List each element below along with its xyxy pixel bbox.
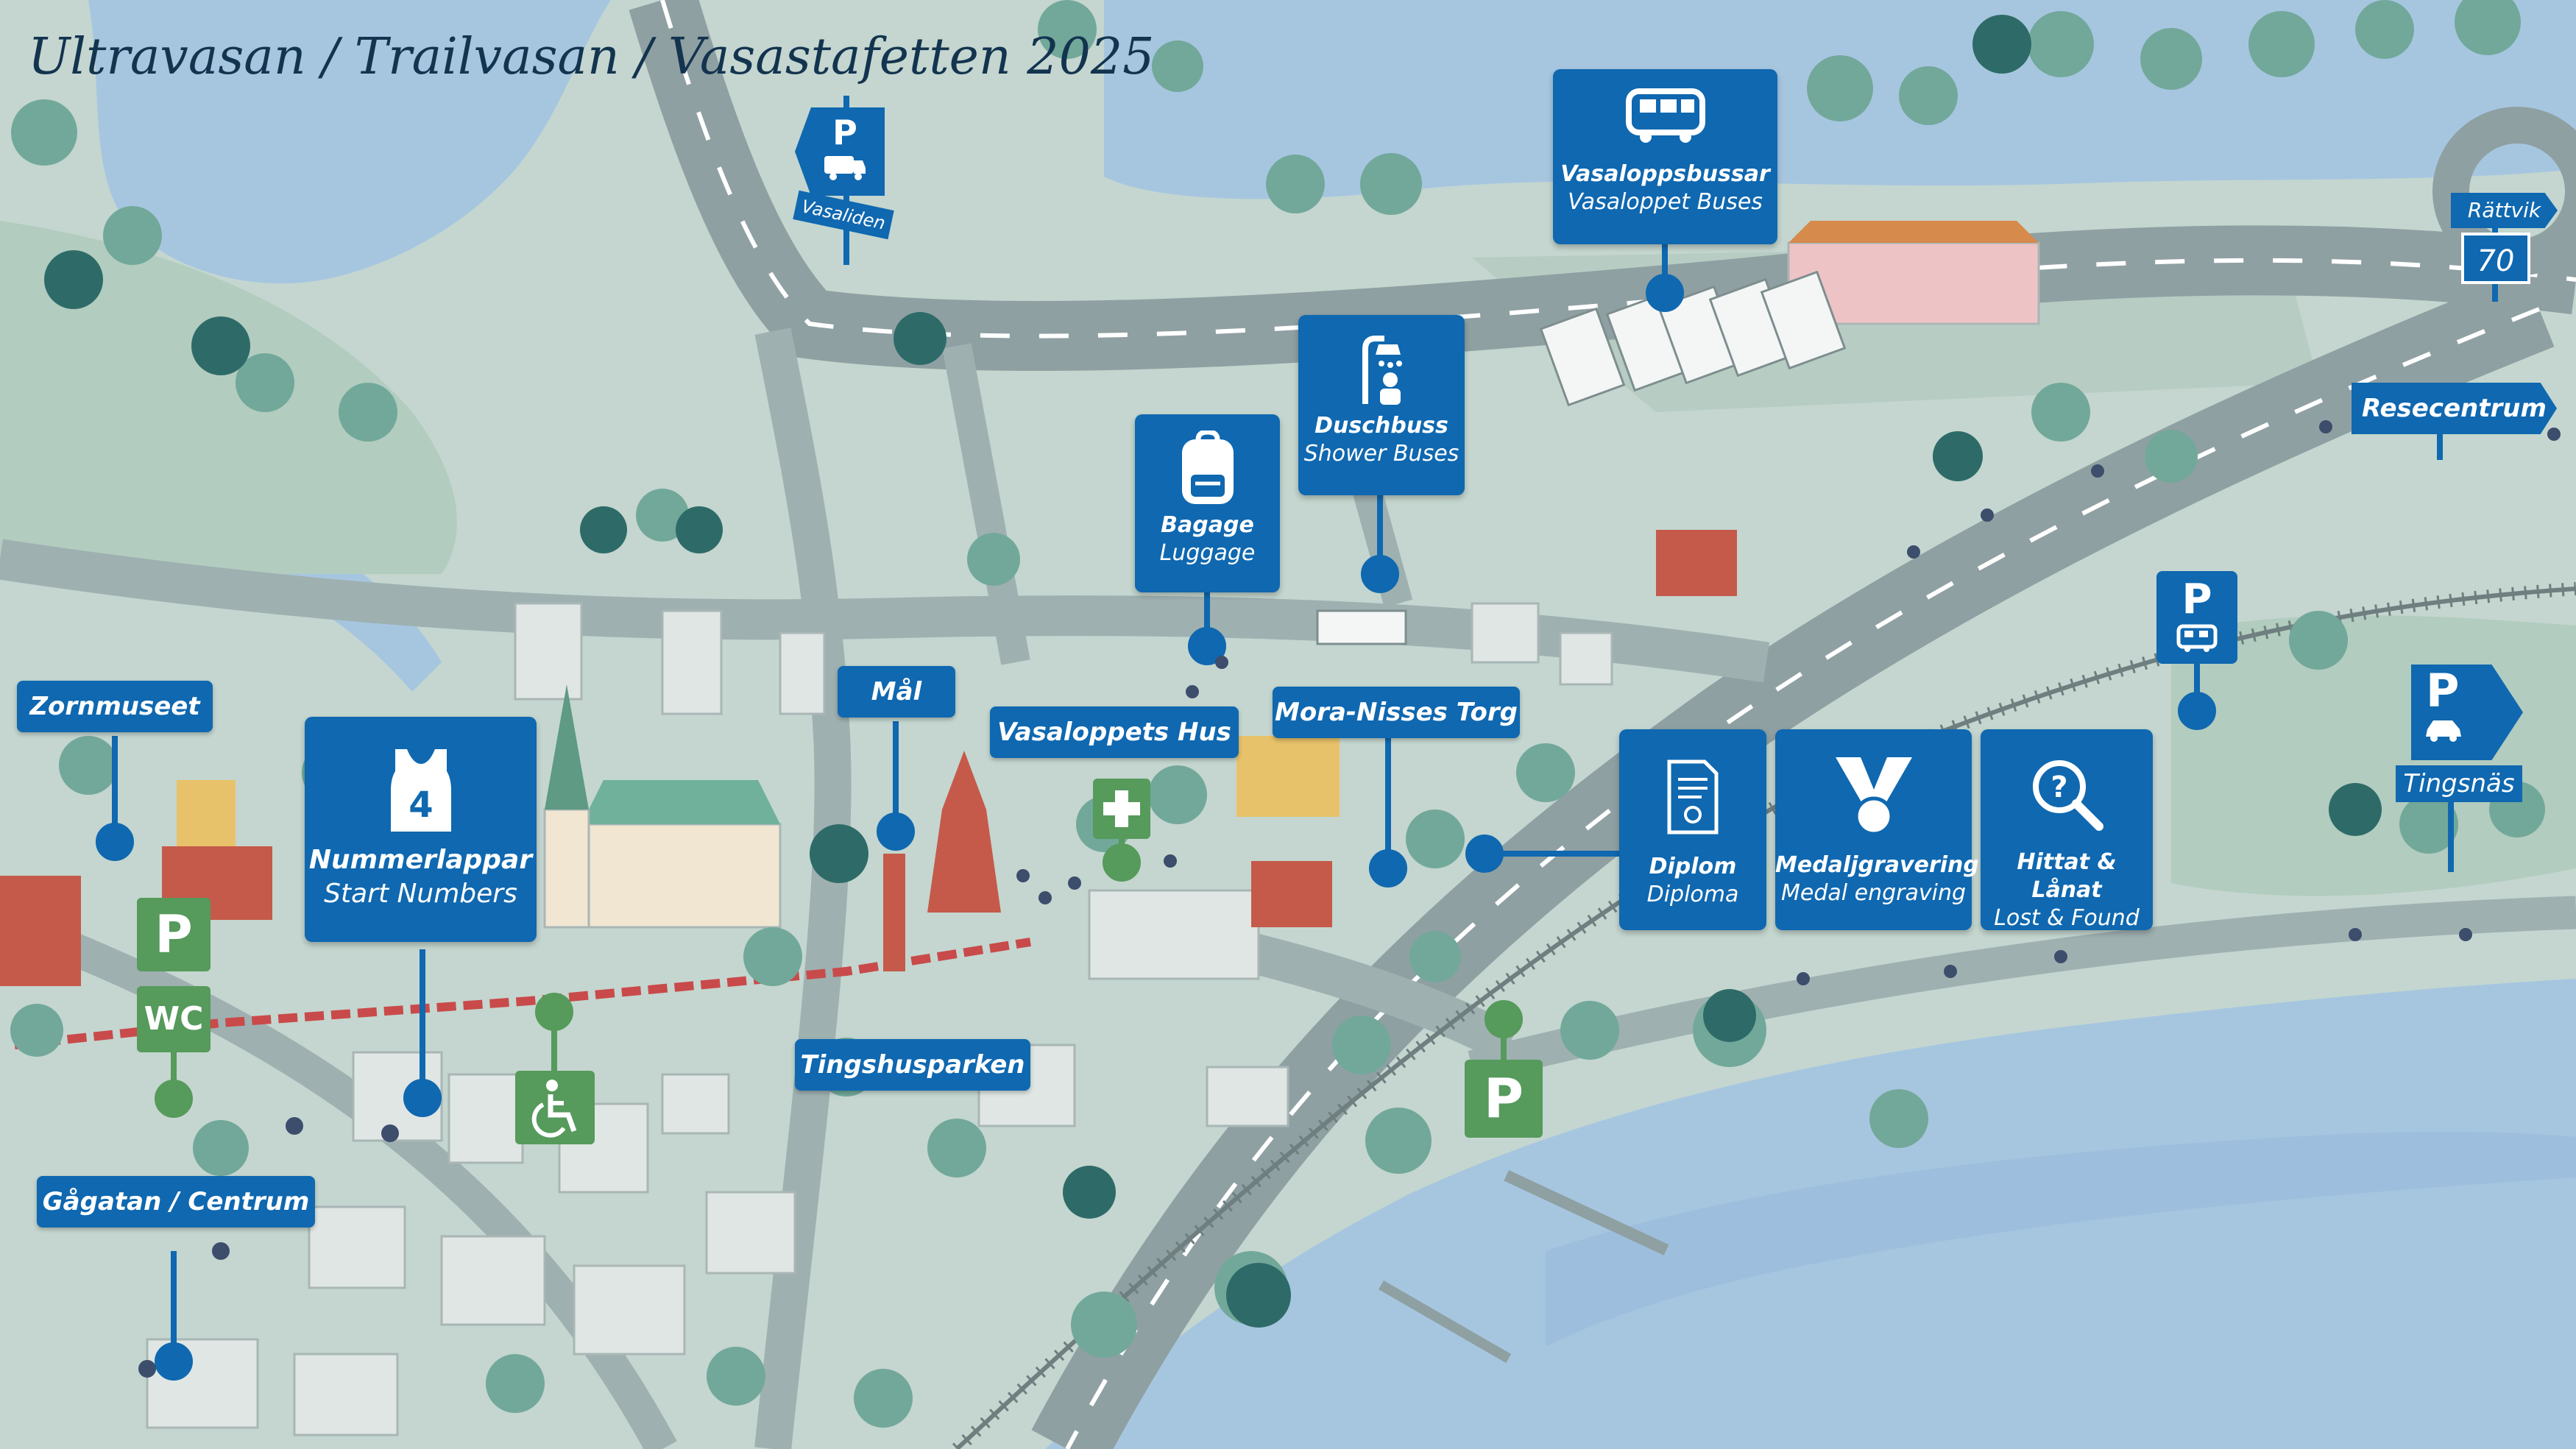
pin-medaljgravering[interactable]: Medaljgravering Medal engraving xyxy=(1775,729,1979,930)
shower-icon xyxy=(1362,336,1402,405)
sign-road-70[interactable]: 70 xyxy=(2461,233,2530,284)
pin-diplom[interactable]: Diplom Diploma xyxy=(1619,729,1766,930)
pier xyxy=(1504,1170,1669,1255)
first-aid-marker[interactable] xyxy=(1093,779,1150,839)
label-gagatan-centrum[interactable]: Gågatan / Centrum xyxy=(37,1176,315,1227)
green-wc[interactable]: WC xyxy=(137,986,210,1052)
sign-letter: P xyxy=(2426,664,2460,718)
svg-text:?: ? xyxy=(2050,770,2067,804)
pin-vasaloppsbussar[interactable]: Vasaloppsbussar Vasaloppet Buses xyxy=(1553,69,1777,244)
label-zornmuseet[interactable]: Zornmuseet xyxy=(17,681,213,732)
label-tingshusparken[interactable]: Tingshusparken xyxy=(795,1039,1030,1091)
first-aid-icon xyxy=(1103,790,1140,827)
pier xyxy=(1379,1280,1512,1364)
parked-buses xyxy=(1316,270,1847,645)
label-mal[interactable]: Mål xyxy=(838,666,955,718)
pin-hittat-lanat[interactable]: ? Hittat & Lånat Lost & Found xyxy=(1981,729,2153,931)
bib-number: 4 xyxy=(408,784,433,826)
bus-icon xyxy=(1625,88,1705,143)
people xyxy=(138,420,2561,1378)
red-buildings xyxy=(0,530,1737,986)
bus-icon xyxy=(2176,624,2218,652)
backpack-icon xyxy=(1181,431,1234,504)
wheelchair-icon xyxy=(531,1080,577,1138)
church xyxy=(543,684,782,929)
bib-icon: 4 xyxy=(390,749,451,832)
label-resecentrum[interactable]: Resecentrum xyxy=(2352,383,2557,434)
finish-arch xyxy=(883,751,1001,971)
magnifier-icon: ? xyxy=(2033,760,2103,831)
street xyxy=(942,343,1030,665)
label-text: Resecentrum xyxy=(2362,394,2547,423)
sign-letter: P xyxy=(832,113,857,152)
pin-label-en: Luggage xyxy=(1159,540,1256,566)
railway-sleepers xyxy=(952,582,2576,1449)
sign-caption-tingsnas: Tingsnäs xyxy=(2396,765,2522,802)
medal-icon xyxy=(1835,757,1912,836)
pin-label-en: Lost & Found xyxy=(1994,905,2140,931)
label-vasaloppets-hus[interactable]: Vasaloppets Hus xyxy=(990,706,1239,758)
pin-label: Bagage xyxy=(1161,512,1254,538)
pin-label-en: Shower Buses xyxy=(1303,441,1459,467)
sign-rattvik[interactable]: Rättvik xyxy=(2451,193,2558,228)
pin-nummerlappar[interactable]: 4 Nummerlappar Start Numbers xyxy=(305,717,537,942)
pin-label-en: Vasaloppet Buses xyxy=(1568,189,1763,215)
green-connectors xyxy=(155,839,1523,1118)
green-parking-bottom[interactable]: P xyxy=(1465,1060,1543,1138)
accessible-marker[interactable] xyxy=(515,1071,595,1144)
label-mora-nisses-torg[interactable]: Mora-Nisses Torg xyxy=(1273,687,1520,738)
map-title: Ultravasan / Trailvasan / Vasastafetten … xyxy=(28,28,1155,86)
pin-bagage[interactable]: Bagage Luggage xyxy=(1135,414,1280,592)
pin-label: Diplom xyxy=(1649,854,1737,879)
pin-connectors xyxy=(96,96,2498,1381)
lake-shadow xyxy=(1546,1131,2576,1347)
yellow-building xyxy=(1236,736,1340,817)
pin-label-en: Medal engraving xyxy=(1780,880,1966,906)
pin-duschbuss[interactable]: Duschbuss Shower Buses xyxy=(1298,315,1465,495)
pin-label-en: Diploma xyxy=(1646,882,1739,907)
park-area xyxy=(0,221,457,574)
main-road-markings xyxy=(1065,307,2541,1449)
dark-trees xyxy=(44,15,2382,1328)
sign-letter: P xyxy=(2182,575,2212,623)
street xyxy=(754,327,852,1449)
car-icon xyxy=(2426,720,2461,742)
pink-building xyxy=(1787,221,2040,325)
pin-label: Medaljgravering xyxy=(1775,852,1979,878)
green-parking-left[interactable]: P xyxy=(137,898,210,971)
pin-label: Hittat & Lånat xyxy=(2017,849,2117,903)
sign-parking-vasaliden[interactable]: P xyxy=(795,107,885,196)
pin-label: Duschbuss xyxy=(1314,413,1448,439)
diploma-icon xyxy=(1667,759,1719,835)
pin-label: Nummerlappar xyxy=(308,845,533,875)
sign-parking-bus[interactable]: P xyxy=(2156,571,2237,664)
camper-icon xyxy=(824,156,866,180)
yellow-building xyxy=(177,780,236,846)
pin-label: Vasaloppsbussar xyxy=(1560,161,1770,187)
river-northwest xyxy=(88,0,611,284)
pin-label-en: Start Numbers xyxy=(324,879,517,909)
